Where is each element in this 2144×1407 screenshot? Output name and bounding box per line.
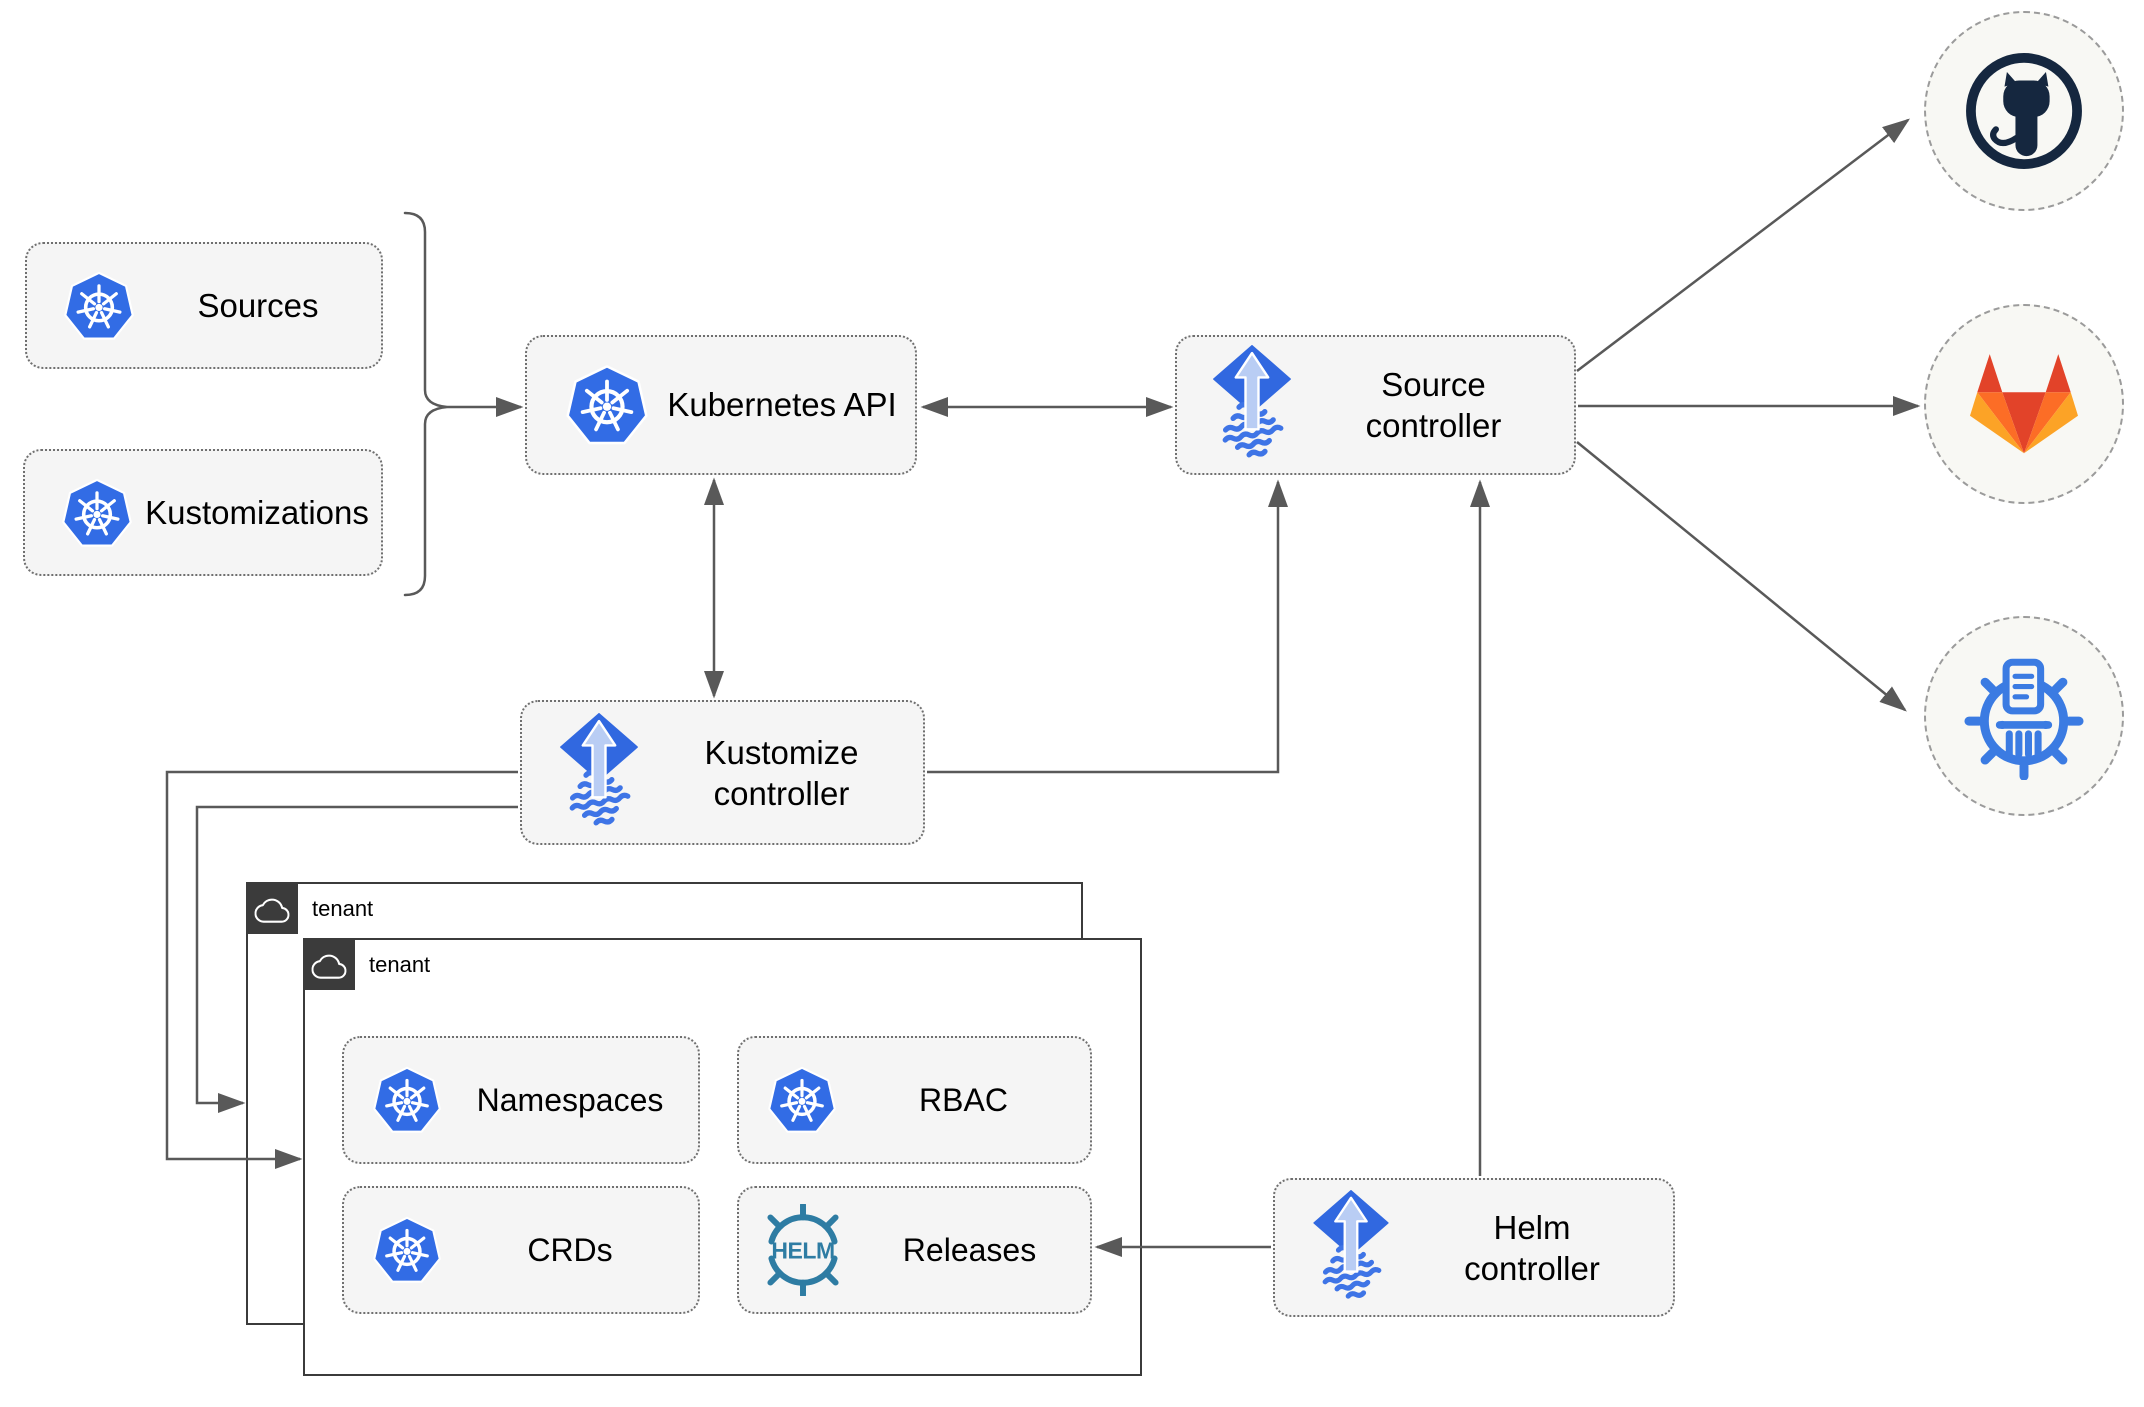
tenant-header-square	[303, 938, 355, 990]
flux-icon	[1211, 345, 1293, 465]
node-rbac: RBAC	[737, 1036, 1092, 1164]
node-kustomize-controller: Kustomize controller	[520, 700, 925, 845]
node-namespaces: Namespaces	[342, 1036, 700, 1164]
flux-icon	[1311, 1190, 1391, 1306]
remote-container-registry	[1924, 616, 2124, 816]
node-label: Sources	[197, 286, 319, 324]
node-crds: CRDs	[342, 1186, 700, 1314]
remote-github	[1924, 11, 2124, 211]
node-label: Kustomizations	[145, 493, 369, 531]
node-source-controller: Source controller	[1175, 335, 1576, 475]
node-sources: Sources	[25, 242, 383, 369]
node-label: Kubernetes API	[667, 386, 897, 423]
helm-logo-text: HELM	[771, 1238, 834, 1264]
kubernetes-icon	[372, 1063, 442, 1137]
node-kustomizations: Kustomizations	[23, 449, 383, 576]
node-label: Releases	[902, 1231, 1037, 1268]
node-helm-controller: Helm controller	[1273, 1178, 1675, 1317]
cloud-icon	[311, 949, 347, 979]
node-releases: HELM Releases	[737, 1186, 1092, 1314]
edge-kustomize-to-source	[927, 479, 1288, 774]
flux-icon	[558, 713, 640, 833]
helm-icon: HELM	[757, 1198, 849, 1302]
remote-gitlab	[1924, 304, 2124, 504]
kubernetes-icon	[372, 1213, 442, 1287]
edge-source-to-github	[1576, 118, 1910, 372]
node-label: Helm controller	[1464, 1208, 1600, 1287]
node-label: Kustomize controller	[704, 733, 859, 812]
kubernetes-icon	[61, 475, 133, 551]
kubernetes-icon	[767, 1063, 837, 1137]
registry-library-icon	[1960, 652, 2088, 780]
cloud-icon	[254, 893, 290, 923]
tenant-label: tenant	[369, 952, 431, 977]
node-label: CRDs	[527, 1231, 613, 1268]
kubernetes-icon	[565, 360, 649, 450]
gitlab-tanuki-icon	[1965, 350, 2083, 458]
github-octocat-icon	[1963, 50, 2085, 172]
tenant-header-square	[246, 882, 298, 934]
tenant-label: tenant	[312, 896, 374, 921]
node-label: Namespaces	[476, 1081, 664, 1118]
edge-source-to-registry	[1576, 441, 1907, 712]
node-label: Source controller	[1365, 366, 1502, 444]
node-label: RBAC	[919, 1081, 1008, 1118]
node-kubernetes-api: Kubernetes API	[525, 335, 917, 475]
kubernetes-icon	[63, 268, 135, 344]
edge-brace	[403, 211, 448, 597]
